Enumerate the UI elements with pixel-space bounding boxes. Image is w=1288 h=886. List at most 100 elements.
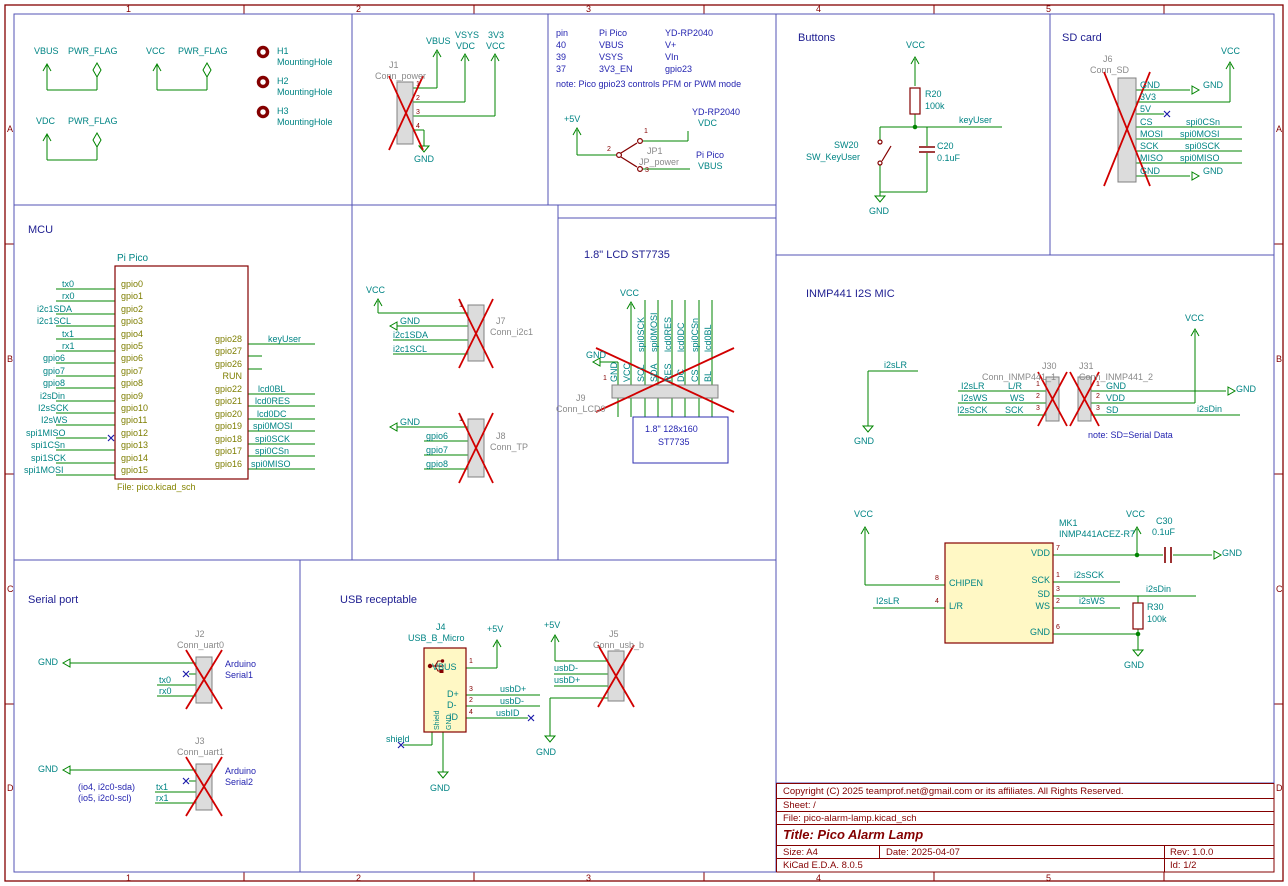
pin-name: RES bbox=[663, 363, 673, 382]
sheet-pin-name: gpio3 bbox=[121, 316, 144, 326]
note-text: V+ bbox=[665, 40, 677, 50]
net-label: 0.1uF bbox=[1152, 527, 1176, 537]
net-label: USB_B_Micro bbox=[408, 633, 465, 643]
pin-number: 2 bbox=[416, 95, 420, 102]
net-label: GND bbox=[414, 154, 434, 164]
component-symbols[interactable] bbox=[114, 45, 1172, 733]
pin-name: GND bbox=[1140, 80, 1160, 90]
note-text: 37 bbox=[556, 64, 567, 74]
frame-row-label: A bbox=[7, 124, 14, 134]
net-label: +5V bbox=[487, 624, 504, 634]
net-label: spi0SCK bbox=[636, 316, 646, 352]
reference-designator: J2 bbox=[195, 629, 205, 639]
pin-number: 1 bbox=[1036, 381, 1040, 388]
note-text: note: Pico gpio23 controls PFM or PWM mo… bbox=[556, 79, 742, 89]
sheet-pin-name: gpio27 bbox=[214, 346, 242, 356]
net-label: spi1MISO bbox=[26, 428, 66, 438]
sheet-pin-name: gpio21 bbox=[214, 396, 242, 406]
net-label: GND bbox=[869, 206, 889, 216]
pin-name: GND bbox=[1106, 381, 1126, 391]
net-label: lcd0RES bbox=[663, 316, 673, 352]
sheet-pin-name: gpio19 bbox=[214, 421, 242, 431]
frame-col-label: 4 bbox=[816, 873, 822, 883]
net-label: gpio8 bbox=[426, 459, 449, 469]
net-label: gpio8 bbox=[43, 378, 66, 388]
net-label: VBUS bbox=[698, 161, 723, 171]
net-label: usbD+ bbox=[500, 684, 527, 694]
net-label: VDC bbox=[456, 41, 476, 51]
net-label: usbID bbox=[496, 708, 520, 718]
title-block: Copyright (C) 2025 teamprof.net@gmail.co… bbox=[776, 783, 1274, 872]
net-label: I2sWS bbox=[961, 393, 988, 403]
pin-name: 3V3 bbox=[1140, 92, 1157, 102]
pin-name: WS bbox=[1035, 601, 1051, 611]
net-label: spi0SCK bbox=[255, 434, 291, 444]
date-field: Date: 2025-04-07 bbox=[886, 847, 960, 858]
pin-name: SCK bbox=[1031, 575, 1050, 585]
pin-number: 1 bbox=[1056, 572, 1060, 579]
reference-designator: Conn_TP bbox=[490, 442, 529, 452]
frame-row-label: C bbox=[1276, 584, 1283, 594]
note-text: YD-RP2040 bbox=[692, 107, 741, 117]
note-text: 39 bbox=[556, 52, 567, 62]
pin-number: 2 bbox=[607, 146, 611, 153]
note-text: VBUS bbox=[599, 40, 624, 50]
pin-number: 1 bbox=[644, 128, 648, 135]
frame-col-label: 1 bbox=[126, 4, 132, 14]
net-label: VCC bbox=[854, 509, 874, 519]
gnd-arrow-icon bbox=[417, 145, 1145, 779]
note-text: Serial2 bbox=[225, 777, 254, 787]
note-text: ST7735 bbox=[658, 437, 690, 447]
net-label: +5V bbox=[564, 114, 581, 124]
pin-number: 3 bbox=[1096, 405, 1100, 412]
j4-usb-body bbox=[423, 647, 467, 733]
net-label: usbD- bbox=[500, 696, 525, 706]
net-label: C20 bbox=[937, 141, 954, 151]
net-label: VCC bbox=[1221, 46, 1241, 56]
net-label: i2sDin bbox=[1197, 404, 1223, 414]
note-text: Pi Pico bbox=[696, 150, 725, 160]
net-label: i2sDin bbox=[1146, 584, 1172, 594]
net-label: gpio7 bbox=[426, 445, 449, 455]
note-text: (io5, i2c0-scl) bbox=[78, 793, 132, 803]
pin-number: 2 bbox=[1096, 393, 1100, 400]
pin-name: VBUS bbox=[432, 662, 457, 672]
pin-number: 3 bbox=[416, 109, 420, 116]
net-label: R20 bbox=[925, 89, 942, 99]
net-label: spi0MOSI bbox=[253, 421, 293, 431]
pin-name: 5V bbox=[1140, 104, 1152, 114]
net-label: GND bbox=[400, 417, 420, 427]
pin-number: 1 bbox=[469, 658, 473, 665]
net-label: VCC bbox=[146, 46, 166, 56]
net-label: rx0 bbox=[159, 686, 172, 696]
pin-name: GND bbox=[1140, 166, 1160, 176]
connector-j1 bbox=[396, 81, 414, 145]
net-label: gpio7 bbox=[43, 366, 66, 376]
pin-name: SCL bbox=[636, 364, 646, 382]
net-label: lcd0RES bbox=[255, 396, 291, 406]
section-title: Serial port bbox=[28, 594, 79, 606]
net-label: PWR_FLAG bbox=[68, 46, 118, 56]
pwr-flag-icon bbox=[92, 61, 212, 149]
net-label: GND bbox=[854, 436, 874, 446]
net-label: lcd0DC bbox=[676, 322, 686, 352]
net-label: 100k bbox=[925, 101, 945, 111]
net-label: gpio6 bbox=[43, 353, 66, 363]
sheet-name: Pi Pico bbox=[117, 253, 149, 264]
note-text: 40 bbox=[556, 40, 567, 50]
switch-sw20 bbox=[877, 139, 892, 166]
net-label: PWR_FLAG bbox=[178, 46, 228, 56]
net-label: rx1 bbox=[156, 793, 169, 803]
pin-name: SCK bbox=[1005, 405, 1024, 415]
net-label: SW20 bbox=[834, 140, 859, 150]
reference-designator: J31 bbox=[1079, 361, 1094, 371]
no-connect-marks bbox=[107, 110, 1171, 785]
net-label: VBUS bbox=[34, 46, 59, 56]
sheet-pin-name: gpio26 bbox=[214, 359, 242, 369]
net-label: MountingHole bbox=[277, 57, 333, 67]
usb-trident-icon bbox=[427, 659, 445, 673]
sheet-pin-name: gpio4 bbox=[121, 329, 144, 339]
net-label: J4 bbox=[436, 622, 446, 632]
pin-number: 3 bbox=[469, 686, 473, 693]
